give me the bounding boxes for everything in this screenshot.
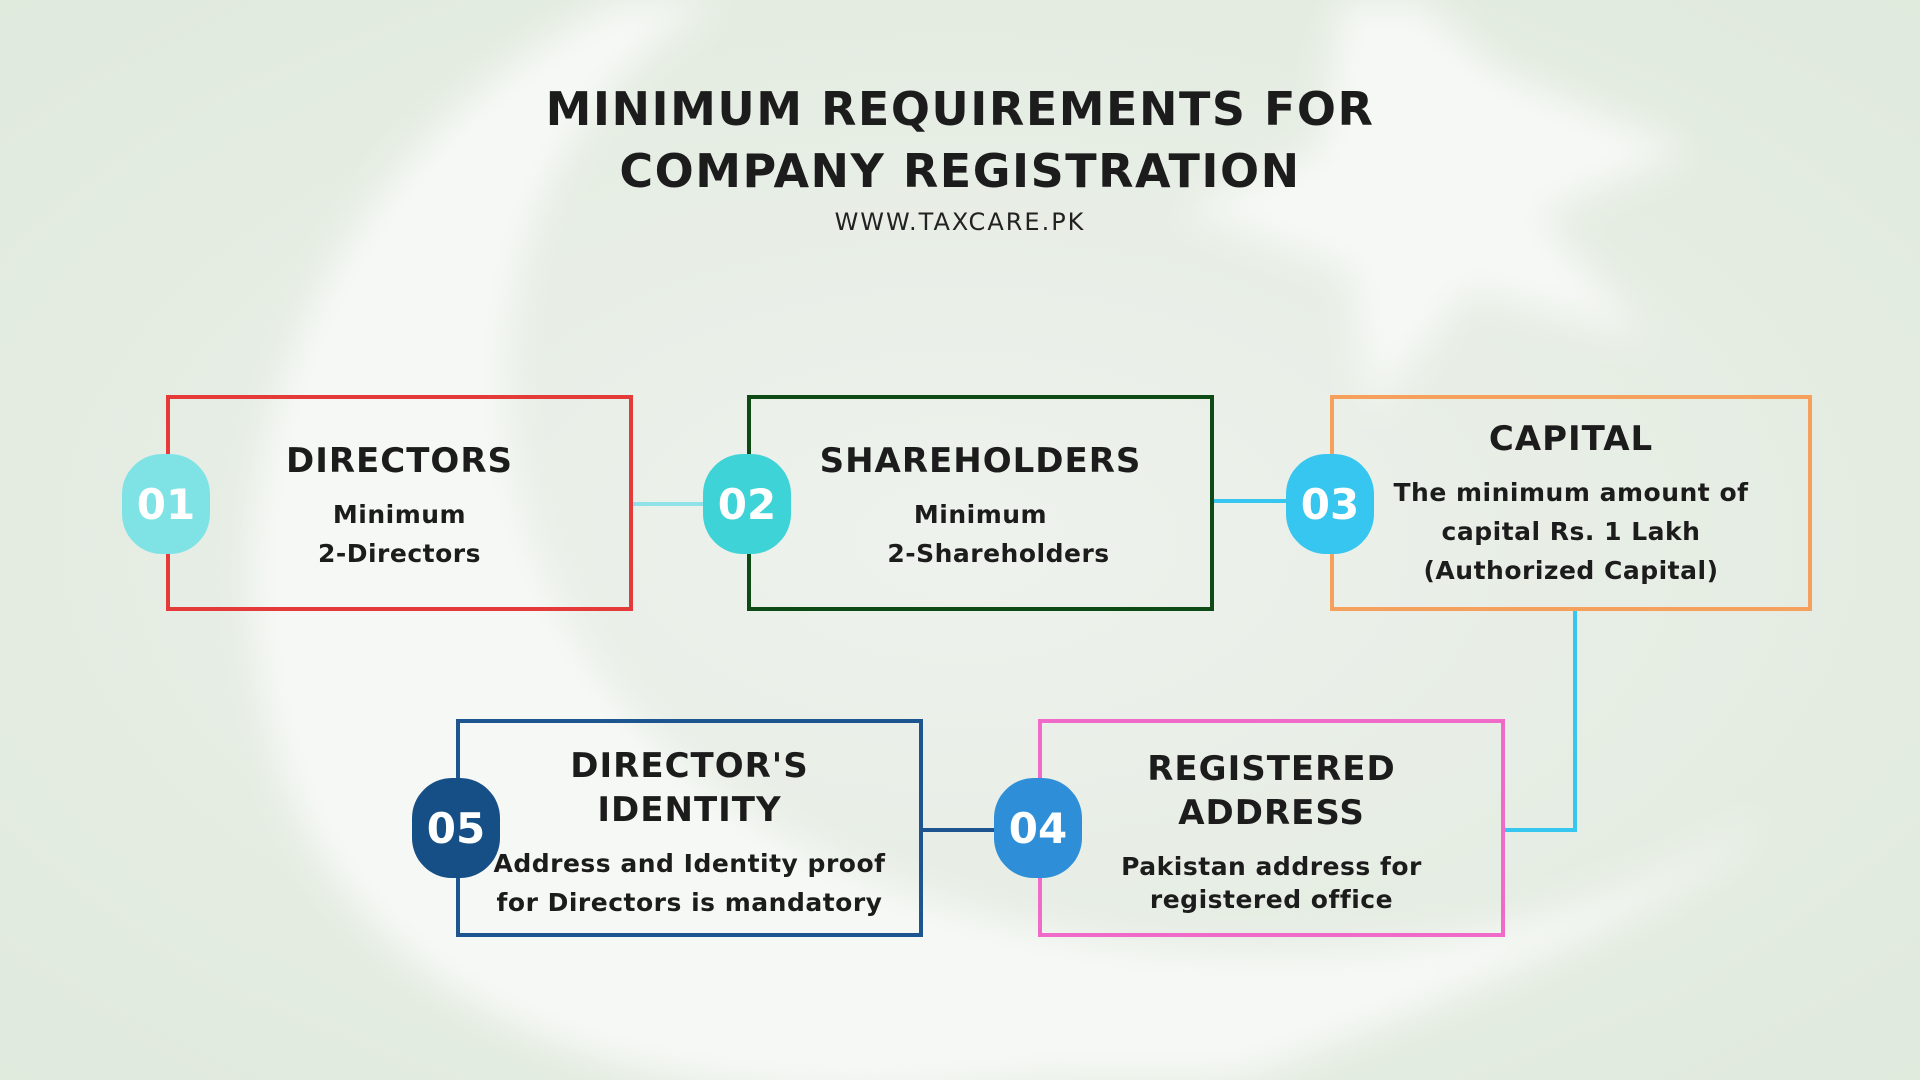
- step-title-line-1: REGISTERED: [1147, 749, 1396, 789]
- step-title: DIRECTORS: [286, 441, 513, 481]
- connector-02-03: [1214, 499, 1286, 503]
- step-desc-line-2: 2-Shareholders: [887, 539, 1110, 568]
- step-desc-line-1: Address and Identity proof: [493, 849, 886, 878]
- step-desc-line-1: Minimum: [913, 500, 1048, 529]
- step-box-directors-identity: DIRECTOR'S IDENTITY Address and Identity…: [456, 719, 923, 937]
- step-title: CAPITAL: [1488, 419, 1654, 459]
- step-box-shareholders: SHAREHOLDERS Minimum 2-Shareholders: [747, 395, 1214, 611]
- step-desc-line-2: capital Rs. 1 Lakh: [1441, 517, 1701, 546]
- step-desc-line-1: Pakistan address for: [1121, 852, 1422, 881]
- step-badge-03: 03: [1286, 454, 1374, 554]
- step-badge-01: 01: [122, 454, 210, 554]
- step-desc-line-2: registered office: [1149, 885, 1394, 914]
- connector-04-05: [923, 828, 999, 832]
- page-title-line-2: COMPANY REGISTRATION: [619, 144, 1301, 198]
- step-box-registered-address: REGISTERED ADDRESS Pakistan address for …: [1038, 719, 1505, 937]
- connector-03-04-horizontal: [1505, 828, 1577, 832]
- step-desc-line-2: for Directors is mandatory: [496, 888, 883, 917]
- step-title: SHAREHOLDERS: [819, 441, 1142, 481]
- step-badge-02: 02: [703, 454, 791, 554]
- connector-03-04-vertical: [1573, 610, 1577, 832]
- step-title-line-1: DIRECTOR'S: [570, 746, 809, 786]
- step-box-capital: CAPITAL The minimum amount of capital Rs…: [1330, 395, 1812, 611]
- step-badge-04: 04: [994, 778, 1082, 878]
- step-desc-line-3: (Authorized Capital): [1423, 556, 1719, 585]
- step-desc-line-1: The minimum amount of: [1393, 478, 1749, 507]
- connector-01-02: [633, 502, 709, 506]
- step-title-line-2: IDENTITY: [597, 790, 782, 830]
- page-title-line-1: MINIMUM REQUIREMENTS FOR: [545, 82, 1375, 136]
- star-icon: [1180, 0, 1690, 410]
- step-desc-line-2: 2-Directors: [317, 539, 482, 568]
- step-desc-line-1: Minimum: [332, 500, 467, 529]
- step-badge-05: 05: [412, 778, 500, 878]
- website-url: WWW.TAXCARE.PK: [834, 208, 1086, 236]
- step-title-line-2: ADDRESS: [1178, 793, 1365, 833]
- step-box-directors: DIRECTORS Minimum 2-Directors: [166, 395, 633, 611]
- crescent-icon: [250, 0, 1760, 1080]
